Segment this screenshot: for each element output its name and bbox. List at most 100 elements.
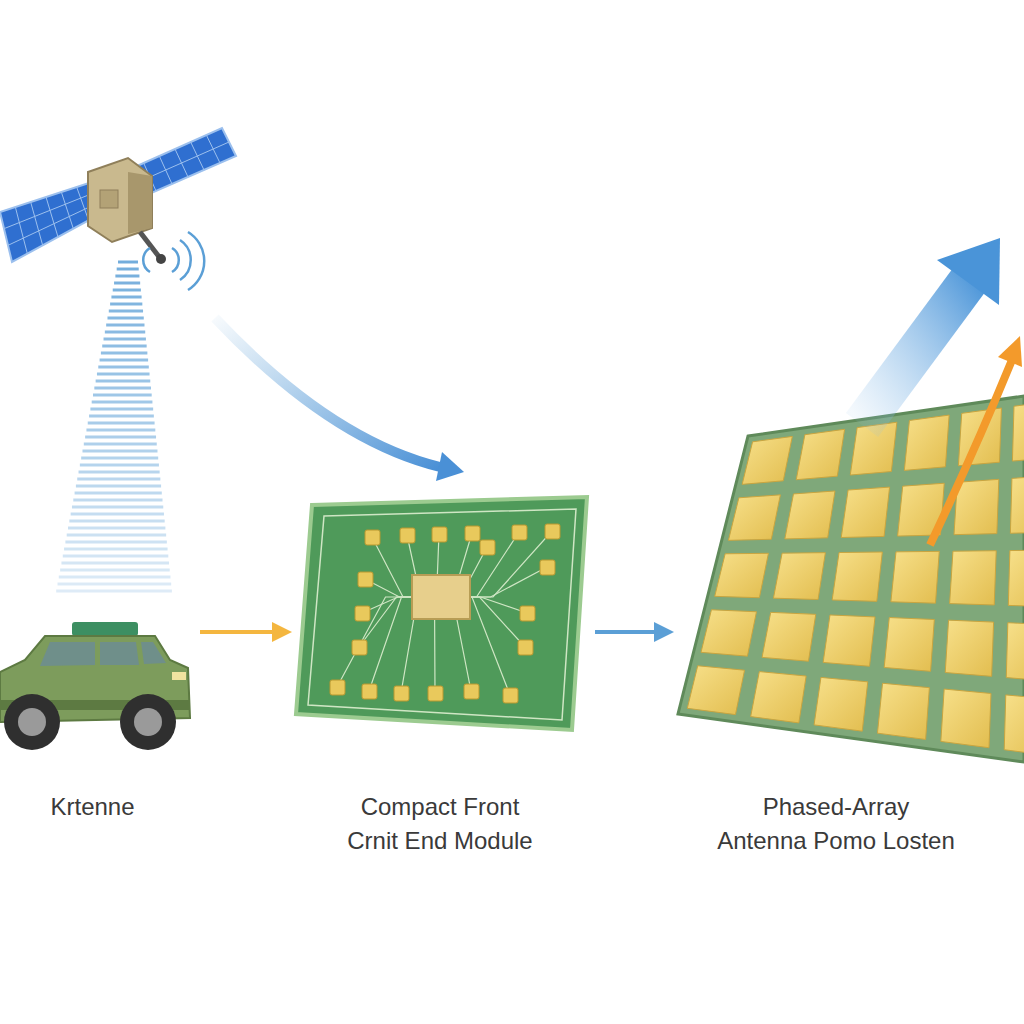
component-label: Compact Front Crnit End Module bbox=[340, 790, 540, 858]
component-node: Phased-Array Antenna Pomo Losten bbox=[672, 395, 1024, 858]
circuit-board bbox=[308, 509, 576, 720]
circuit-board bbox=[503, 688, 518, 703]
picture-area bbox=[672, 395, 1024, 790]
downlink-arrow bbox=[436, 452, 464, 481]
signal-beam bbox=[106, 324, 144, 327]
signal-beam bbox=[107, 317, 143, 320]
signal-beam bbox=[113, 289, 141, 292]
signal-beam bbox=[115, 275, 139, 278]
signal-arrow bbox=[595, 630, 670, 634]
antenna-array bbox=[728, 495, 780, 540]
satellite bbox=[188, 232, 204, 290]
signal-arrow bbox=[200, 630, 288, 634]
signal-beam bbox=[82, 450, 157, 453]
antenna-array bbox=[751, 672, 806, 723]
picture-area bbox=[0, 615, 195, 790]
signal-beam bbox=[84, 443, 157, 446]
antenna-array bbox=[1012, 401, 1024, 461]
antenna-array bbox=[941, 689, 991, 748]
signal-beam bbox=[72, 506, 163, 509]
signal-beam bbox=[104, 338, 146, 341]
signal-beam bbox=[109, 310, 143, 313]
orange-arrow bbox=[998, 336, 1022, 367]
component-label: Krtenne bbox=[50, 790, 134, 824]
signal-beam bbox=[81, 457, 158, 460]
antenna-array bbox=[796, 429, 844, 479]
antenna-array bbox=[841, 487, 889, 537]
signal-beam bbox=[105, 331, 145, 334]
circuit-board bbox=[545, 524, 560, 539]
circuit-board bbox=[480, 540, 495, 555]
vehicle bbox=[4, 694, 60, 750]
signal-beam bbox=[85, 436, 156, 439]
antenna-array bbox=[1006, 623, 1024, 682]
antenna-array bbox=[715, 553, 769, 597]
signal-beam bbox=[65, 541, 166, 544]
satellite bbox=[172, 248, 179, 272]
component-node: Compact Front Crnit End Module bbox=[290, 495, 590, 858]
antenna-array bbox=[687, 666, 744, 715]
satellite bbox=[143, 248, 150, 272]
signal-beam bbox=[75, 492, 162, 495]
circuit-board bbox=[412, 575, 470, 619]
circuit-board bbox=[296, 497, 587, 730]
signal-beam bbox=[94, 387, 151, 390]
signal-beam bbox=[98, 366, 149, 369]
antenna-array bbox=[742, 436, 792, 484]
satellite bbox=[61, 192, 73, 229]
circuit-board bbox=[428, 686, 443, 701]
circuit-board bbox=[330, 680, 345, 695]
signal-beam bbox=[68, 527, 165, 530]
circuit-board bbox=[355, 606, 370, 621]
circuit-board bbox=[365, 530, 380, 545]
vehicle bbox=[0, 622, 190, 750]
antenna-array bbox=[773, 553, 825, 600]
orange-arrow bbox=[930, 360, 1012, 545]
satellite bbox=[180, 240, 191, 280]
circuit-board bbox=[394, 686, 409, 701]
signal-beam bbox=[76, 485, 161, 488]
vehicle bbox=[172, 672, 186, 680]
antenna-array bbox=[785, 491, 835, 539]
circuit-board bbox=[362, 684, 377, 699]
antenna-array bbox=[884, 618, 934, 672]
downlink-arrow bbox=[215, 318, 464, 481]
antenna-array bbox=[1004, 695, 1024, 756]
circuit-board bbox=[520, 606, 535, 621]
component-node: Krtenne bbox=[0, 615, 195, 824]
signal-beam bbox=[73, 499, 162, 502]
satellite bbox=[4, 187, 100, 254]
antenna-array bbox=[832, 552, 882, 601]
signal-beam bbox=[118, 261, 138, 264]
signal-beam bbox=[110, 303, 142, 306]
signal-beam bbox=[88, 422, 155, 425]
satellite bbox=[128, 172, 152, 234]
satellite bbox=[156, 254, 166, 264]
signal-beam bbox=[80, 464, 159, 467]
satellite bbox=[15, 207, 27, 254]
satellite bbox=[0, 128, 236, 290]
uplink-arrow bbox=[862, 238, 1000, 425]
vehicle bbox=[120, 694, 176, 750]
circuit-board bbox=[518, 640, 533, 655]
signal-beam bbox=[61, 562, 169, 565]
circuit-board bbox=[296, 497, 587, 730]
vehicle bbox=[40, 642, 95, 666]
circuit-board bbox=[358, 572, 373, 587]
circuit-board bbox=[465, 526, 480, 541]
antenna-array bbox=[1010, 475, 1024, 533]
signal-beam bbox=[60, 569, 170, 572]
antenna-array bbox=[1008, 550, 1024, 607]
vehicle bbox=[134, 708, 162, 736]
signal-beam bbox=[97, 373, 150, 376]
signal-beam bbox=[69, 520, 164, 523]
circuit-board bbox=[512, 525, 527, 540]
antenna-array bbox=[823, 615, 875, 666]
signal-beam bbox=[64, 548, 167, 551]
satellite bbox=[77, 187, 89, 220]
satellite bbox=[31, 202, 43, 245]
